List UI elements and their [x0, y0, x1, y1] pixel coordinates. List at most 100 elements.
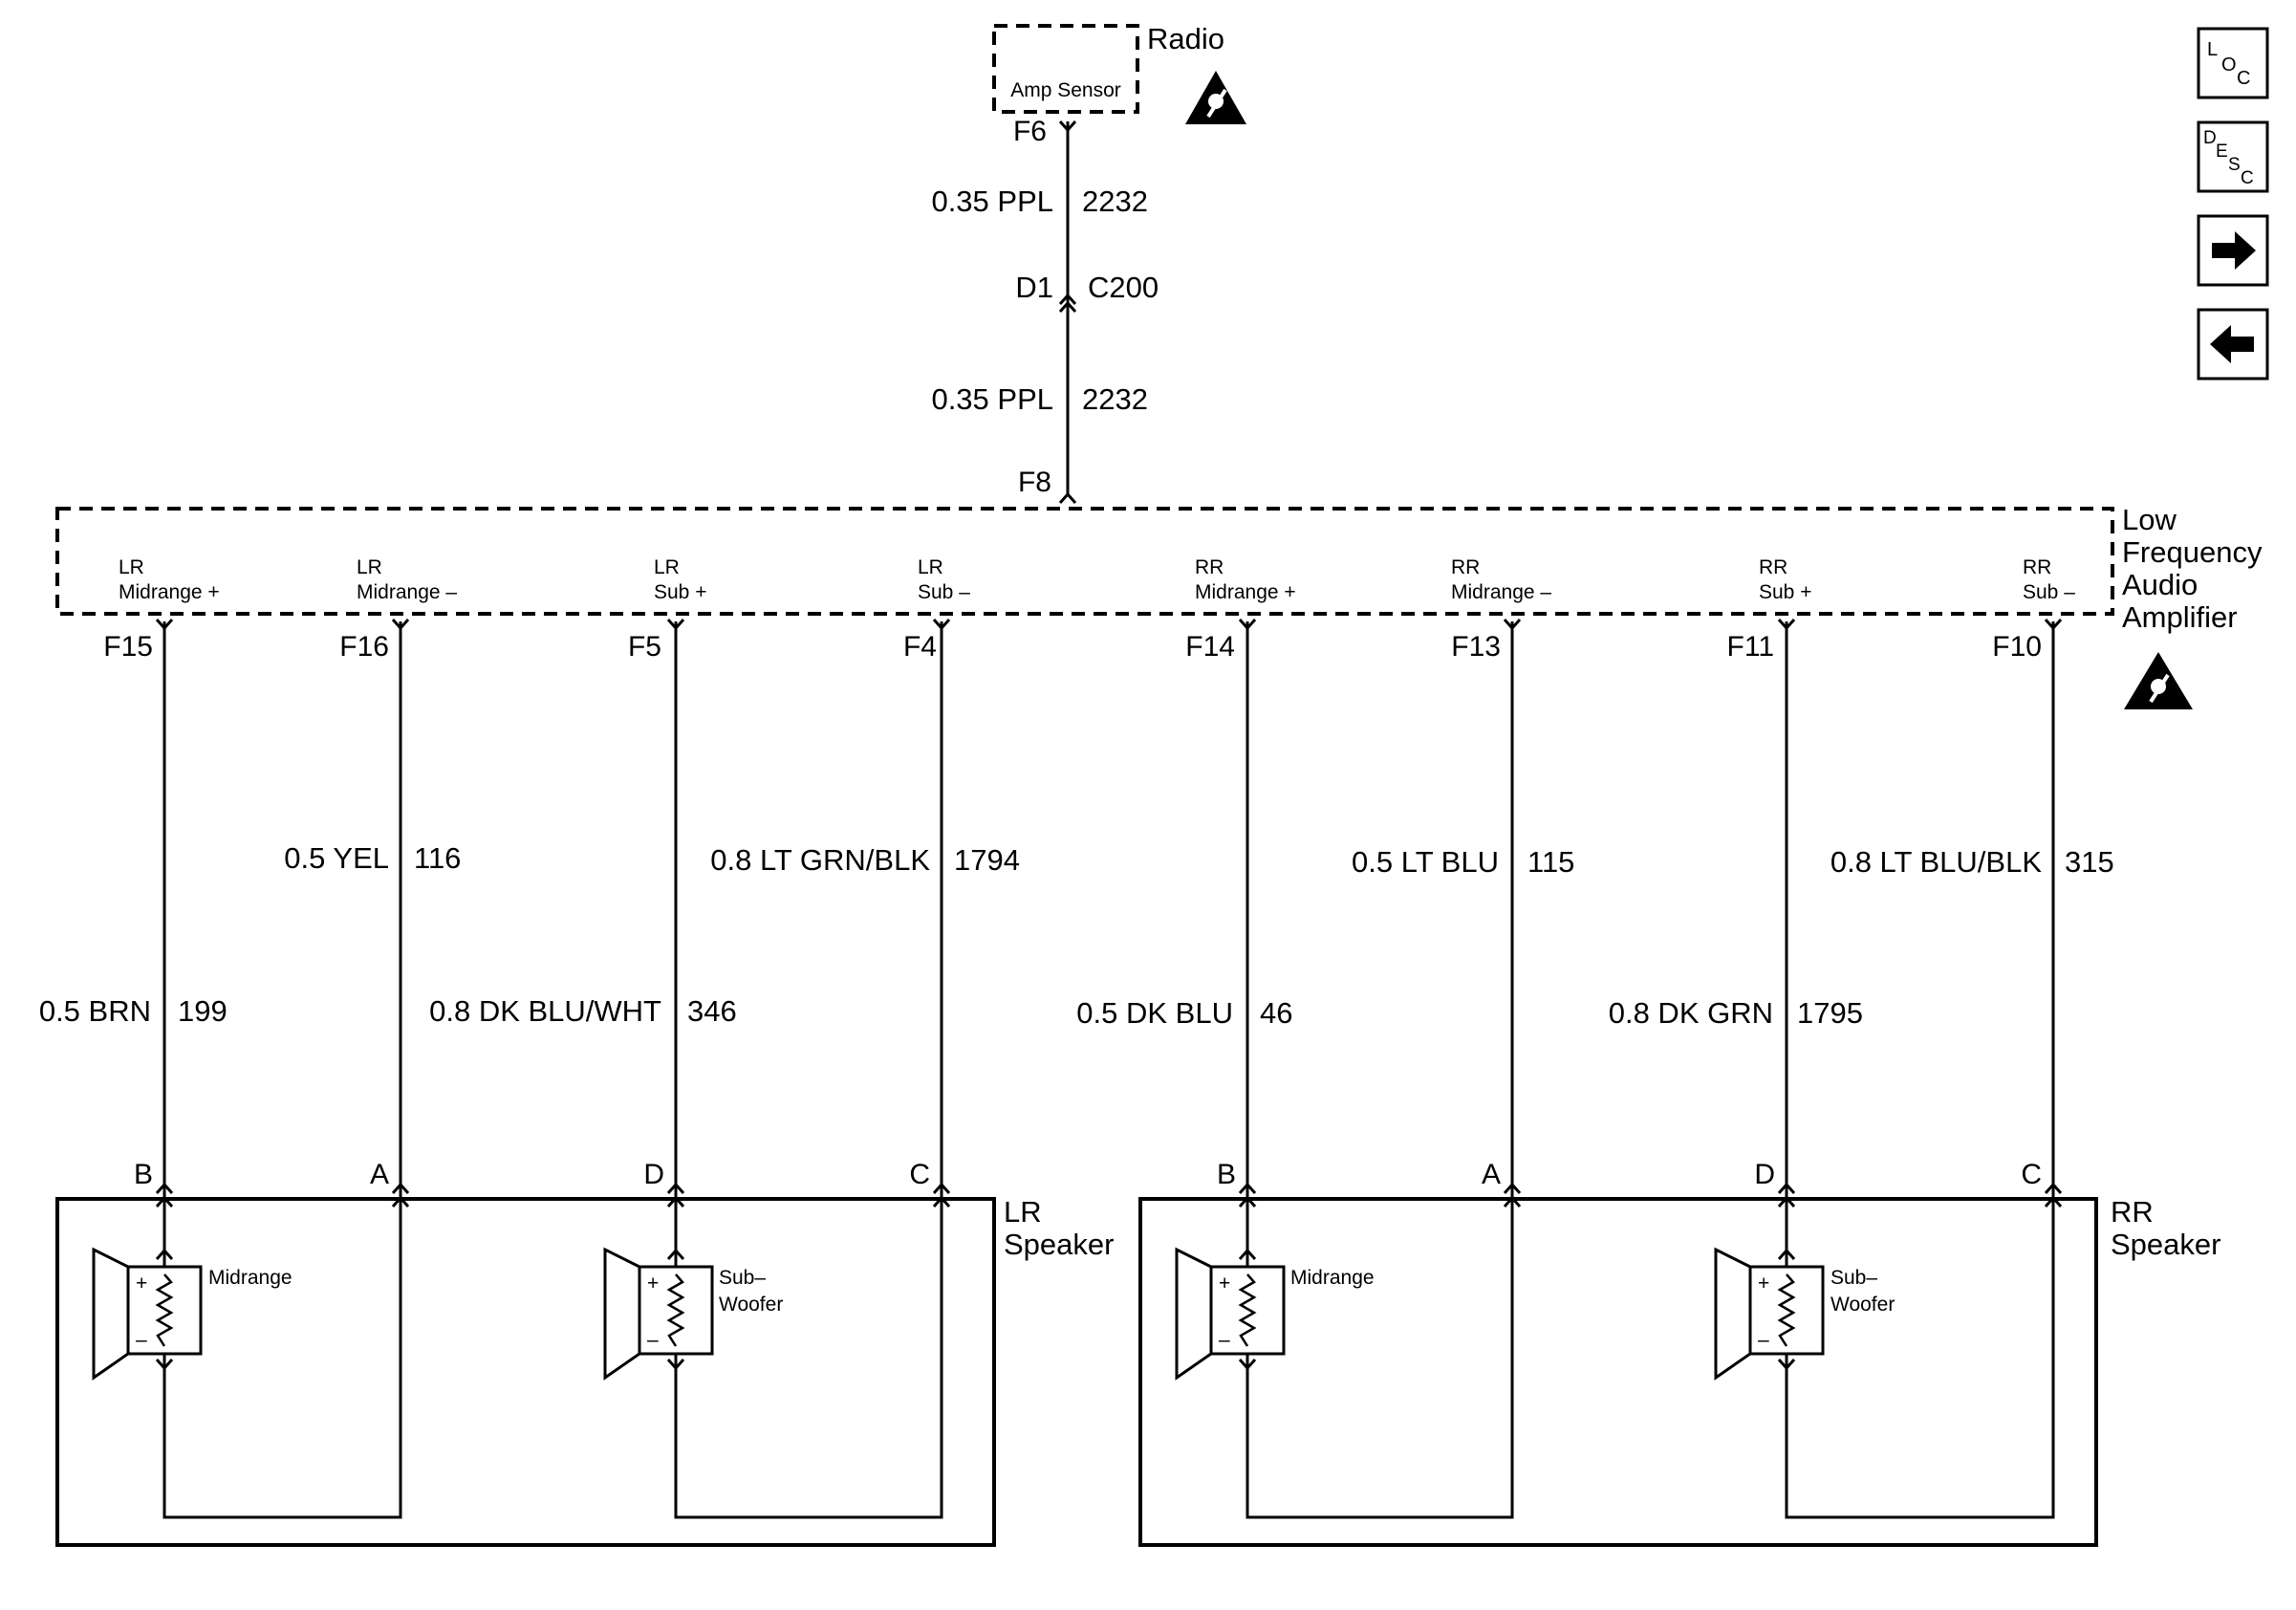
speaker-pin-label: D — [1754, 1159, 1775, 1190]
amp-terminal-fork — [666, 619, 685, 631]
lr-sub-label-line-1: Sub– — [719, 1267, 766, 1289]
return-lead — [1785, 1186, 2055, 1519]
amp-terminal-fork — [1503, 619, 1522, 631]
amplifier-name-line-1: Low — [2122, 503, 2177, 536]
loc-button[interactable]: L O C — [2197, 27, 2269, 99]
terminal-line-2: Sub + — [1759, 581, 1811, 603]
minus-mark: – — [136, 1329, 147, 1351]
plus-mark: + — [1758, 1273, 1769, 1295]
wire-circuit-label: 346 — [687, 994, 737, 1028]
wire-color-label: 0.8 DK GRN — [1609, 996, 1773, 1030]
prev-button[interactable] — [2197, 308, 2269, 381]
wire-color-label: 0.8 DK BLU/WHT — [429, 994, 661, 1028]
rr-speaker-name-line-1: RR — [2111, 1195, 2154, 1229]
wire-color-label: 0.8 LT GRN/BLK — [710, 843, 930, 877]
wire-circuit-label: 315 — [2065, 845, 2114, 879]
wire-color-label: 0.5 DK BLU — [1076, 996, 1233, 1030]
wire-circuit-label: 1795 — [1797, 996, 1863, 1030]
feed-upper-circuit: 2232 — [1082, 185, 1148, 218]
rr-speaker-component: RR Speaker — [1138, 1195, 2220, 1547]
terminal-line-1: RR — [1451, 556, 1480, 578]
terminal-line-2: Midrange + — [1195, 581, 1296, 603]
lr-speaker-component: LR Speaker — [55, 1195, 1114, 1547]
plus-mark: + — [136, 1273, 147, 1295]
amp-pin-f8: F8 — [1018, 467, 1051, 498]
amp-pin-label: F10 — [1992, 631, 2042, 663]
terminal-line-1: LR — [918, 556, 943, 578]
wire-circuit-label: 1794 — [954, 843, 1020, 877]
arrow-left-icon — [2210, 325, 2254, 363]
desc-button[interactable]: D E S C — [2197, 120, 2269, 193]
terminal-line-1: RR — [1195, 556, 1224, 578]
terminal-line-2: Sub + — [654, 581, 706, 603]
lr-speaker-name-line-2: Speaker — [1004, 1228, 1114, 1261]
terminal-line-1: RR — [2023, 556, 2051, 578]
speaker-terminal-fork — [155, 1182, 174, 1194]
esd-warning-icon — [2124, 652, 2193, 709]
amp-sensor-label: Amp Sensor — [1010, 79, 1121, 101]
speaker-pin-label: C — [2021, 1159, 2042, 1190]
wire-color-label: 0.5 YEL — [284, 841, 389, 875]
feed-lower-color: 0.35 PPL — [931, 382, 1053, 416]
wire-color-label: 0.5 BRN — [39, 994, 151, 1028]
amp-pin-label: F16 — [339, 631, 389, 663]
speaker-driver: +– — [603, 1186, 951, 1519]
speaker-driver: +– — [92, 1186, 410, 1519]
amp-pin-label: F11 — [1727, 631, 1774, 663]
terminal-line-2: Midrange – — [357, 581, 457, 603]
wire-circuit-label: 116 — [414, 841, 461, 875]
desc-letter-c: C — [2241, 168, 2254, 188]
speaker-terminal-fork — [666, 1182, 685, 1194]
speaker-cone-icon — [603, 1247, 641, 1381]
desc-letter-e: E — [2216, 141, 2228, 162]
lr-speaker-name-line-1: LR — [1004, 1195, 1042, 1229]
speaker-drivers: +–+–+–+– — [92, 1186, 2063, 1519]
amp-pin-label: F13 — [1451, 631, 1501, 663]
speaker-cone-icon — [1714, 1247, 1752, 1381]
terminal-line-1: RR — [1759, 556, 1787, 578]
voice-coil-box — [638, 1265, 714, 1356]
speaker-pin-label: A — [1482, 1159, 1501, 1190]
rr-speaker-name-line-2: Speaker — [2111, 1228, 2220, 1261]
nav-buttons: L O C D E S C — [2197, 27, 2269, 381]
amp-terminal-fork — [2044, 619, 2063, 631]
amp-pin-label: F4 — [903, 631, 937, 663]
speaker-pin-label: D — [643, 1159, 664, 1190]
loc-letter-c: C — [2237, 68, 2250, 89]
feed-upper-color: 0.35 PPL — [931, 185, 1053, 218]
rr-speaker-box — [1138, 1197, 2098, 1547]
coil-icon — [666, 1273, 685, 1347]
terminal-line-2: Sub – — [2023, 581, 2075, 603]
radio-component: Amp Sensor Radio F6 — [992, 22, 1246, 147]
minus-mark: – — [1219, 1329, 1230, 1351]
rr-midrange-label: Midrange — [1290, 1267, 1375, 1289]
amplifier-name-line-2: Frequency — [2122, 535, 2263, 569]
radio-pin-f6: F6 — [1013, 116, 1047, 147]
speaker-terminal-fork — [391, 1182, 410, 1194]
loc-letter-o: O — [2221, 54, 2237, 76]
terminal-line-2: Midrange – — [1451, 581, 1551, 603]
speaker-driver: +– — [1714, 1186, 2063, 1519]
amplifier-box — [55, 507, 2114, 616]
speaker-cone-icon — [1175, 1247, 1213, 1381]
lr-speaker-box — [55, 1197, 996, 1547]
feed-wire — [1058, 120, 1077, 504]
desc-letter-s: S — [2228, 155, 2241, 175]
lr-sub-label-line-2: Woofer — [719, 1294, 783, 1316]
amp-sensor-box — [992, 24, 1139, 114]
wire-circuit-label: 46 — [1260, 996, 1292, 1030]
next-button[interactable] — [2197, 214, 2269, 287]
amp-terminal-fork — [155, 619, 174, 631]
coil-icon — [155, 1273, 174, 1347]
lr-midrange-label: Midrange — [208, 1267, 292, 1289]
speaker-terminal-fork — [2044, 1182, 2063, 1194]
wire-circuit-label: 199 — [178, 994, 227, 1028]
amplifier-component: Low Frequency Audio Amplifier — [55, 503, 2263, 709]
c200-connector-label: C200 — [1088, 271, 1159, 304]
speaker-pin-label: C — [909, 1159, 930, 1190]
